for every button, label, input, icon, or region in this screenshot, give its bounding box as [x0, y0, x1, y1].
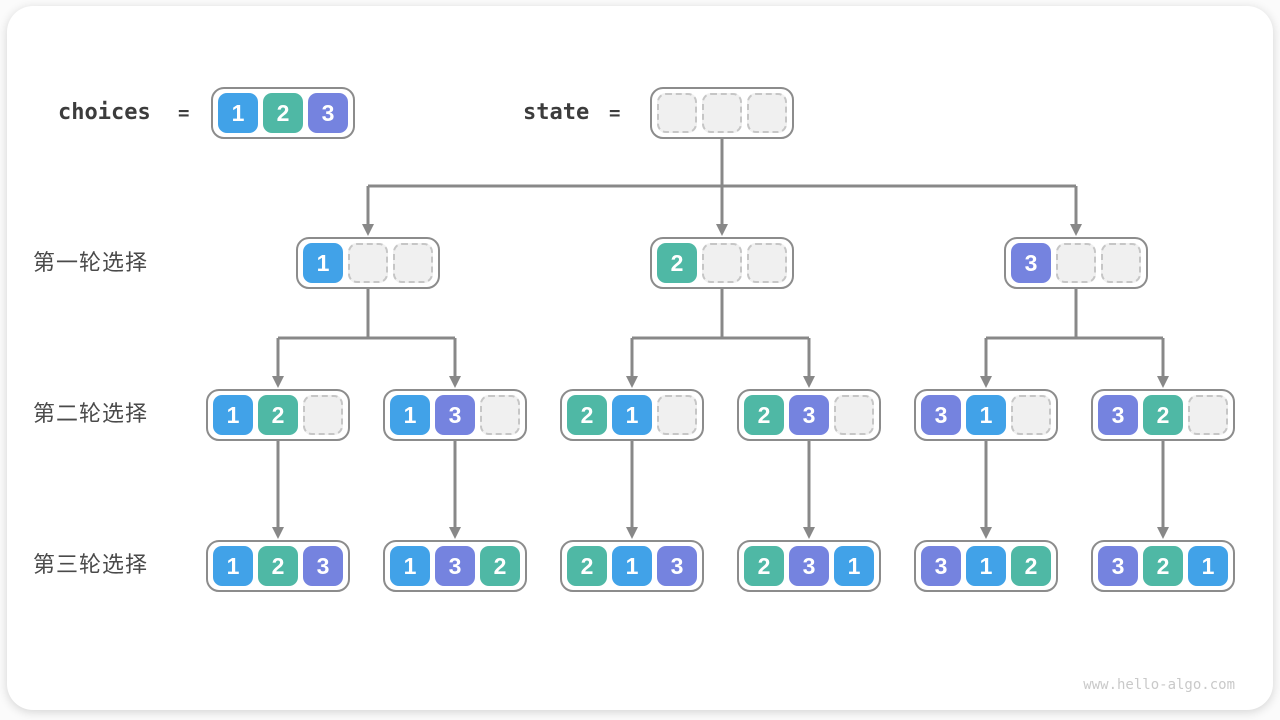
tree-node: 1 3 2: [383, 540, 527, 592]
cell: 1: [966, 395, 1006, 435]
cell: [1056, 243, 1096, 283]
cell: 2: [258, 395, 298, 435]
cell: 3: [921, 546, 961, 586]
cell: 1: [966, 546, 1006, 586]
tree-node: 1 3: [383, 389, 527, 441]
round-1-label: 第一轮选择: [33, 250, 149, 275]
cell: 3: [1011, 243, 1051, 283]
cell: 2: [744, 395, 784, 435]
tree-node: 3 1 2: [914, 540, 1058, 592]
cell: 1: [213, 395, 253, 435]
cell: 2: [1143, 546, 1183, 586]
cell: 3: [435, 395, 475, 435]
cell: 3: [308, 93, 348, 133]
cell: 2: [263, 93, 303, 133]
round-3-label: 第三轮选择: [33, 552, 149, 577]
watermark: www.hello-algo.com: [1083, 677, 1235, 693]
cell: 1: [390, 395, 430, 435]
cell: 2: [567, 395, 607, 435]
cell: 1: [218, 93, 258, 133]
cell: 1: [390, 546, 430, 586]
cell: [657, 395, 697, 435]
choices-label: choices: [58, 100, 151, 125]
cell: 3: [657, 546, 697, 586]
tree-node: 2 1: [560, 389, 704, 441]
tree-node: 3: [1004, 237, 1148, 289]
cell: [303, 395, 343, 435]
cell: [747, 93, 787, 133]
cell: [657, 93, 697, 133]
tree-node: 3 2: [1091, 389, 1235, 441]
cell: 3: [303, 546, 343, 586]
cell: 2: [657, 243, 697, 283]
round-2-label: 第二轮选择: [33, 401, 149, 426]
cell: [702, 93, 742, 133]
tree-node: 1: [296, 237, 440, 289]
cell: 2: [1011, 546, 1051, 586]
cell: 3: [789, 395, 829, 435]
state-box: [650, 87, 794, 139]
cell: 1: [1188, 546, 1228, 586]
cell: 3: [921, 395, 961, 435]
cell: [393, 243, 433, 283]
tree-node: 2 3: [737, 389, 881, 441]
tree-node: 2 1 3: [560, 540, 704, 592]
cell: 1: [213, 546, 253, 586]
cell: 2: [258, 546, 298, 586]
cell: [1011, 395, 1051, 435]
cell: [348, 243, 388, 283]
cell: 3: [435, 546, 475, 586]
cell: 2: [567, 546, 607, 586]
state-label: state: [523, 100, 590, 125]
choices-box: 1 2 3: [211, 87, 355, 139]
cell: 2: [480, 546, 520, 586]
tree-node: 1 2 3: [206, 540, 350, 592]
cell: 1: [612, 395, 652, 435]
tree-node: 1 2: [206, 389, 350, 441]
cell: [834, 395, 874, 435]
cell: 2: [744, 546, 784, 586]
equals-sign: =: [609, 102, 621, 124]
cell: 2: [1143, 395, 1183, 435]
cell: [1101, 243, 1141, 283]
cell: [747, 243, 787, 283]
cell: [1188, 395, 1228, 435]
cell: 3: [789, 546, 829, 586]
cell: [480, 395, 520, 435]
cell: 1: [303, 243, 343, 283]
tree-node: 2 3 1: [737, 540, 881, 592]
tree-node: 3 2 1: [1091, 540, 1235, 592]
cell: 3: [1098, 546, 1138, 586]
cell: 1: [612, 546, 652, 586]
cell: [702, 243, 742, 283]
equals-sign: =: [178, 102, 190, 124]
tree-node: 3 1: [914, 389, 1058, 441]
cell: 1: [834, 546, 874, 586]
cell: 3: [1098, 395, 1138, 435]
tree-node: 2: [650, 237, 794, 289]
